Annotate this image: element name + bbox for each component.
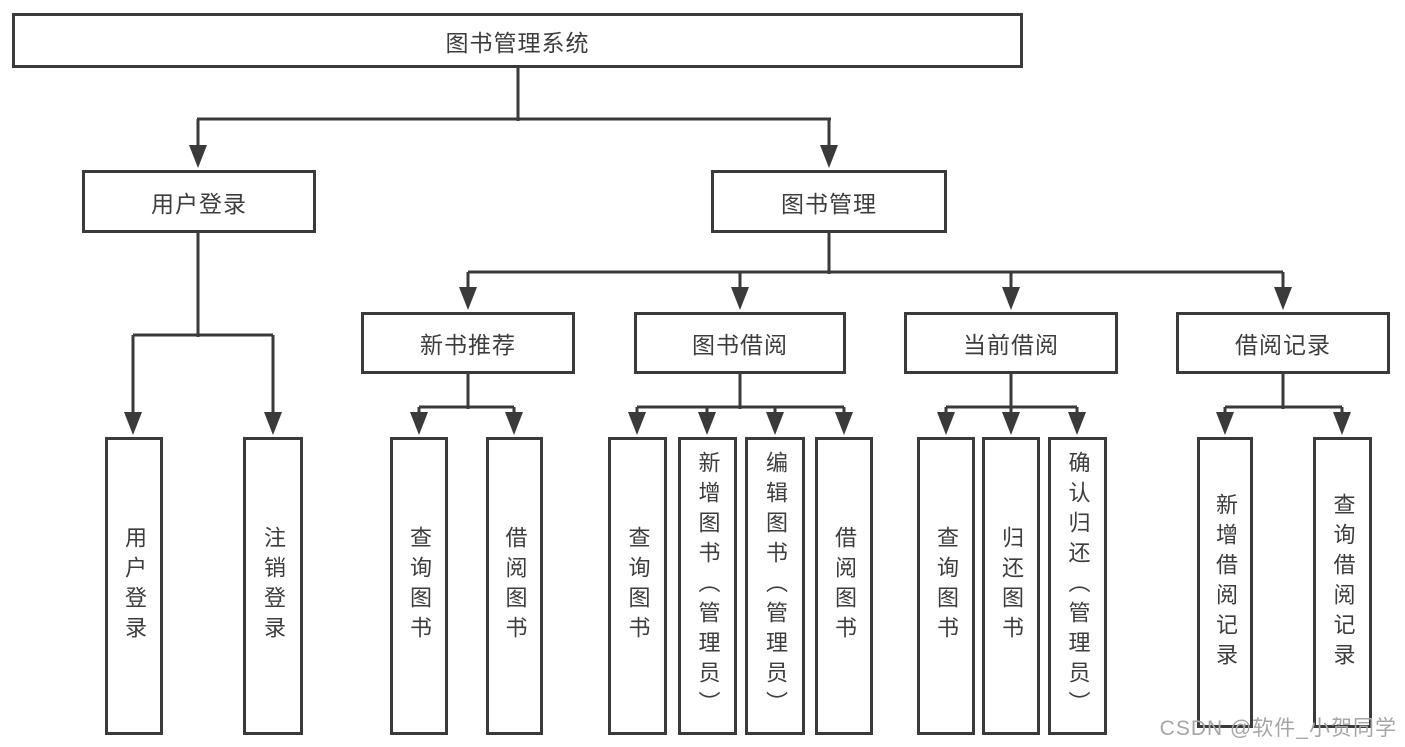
arrow-down-icon [505, 412, 523, 435]
arrow-down-icon [264, 412, 282, 435]
arrow-down-icon [1216, 412, 1234, 435]
node-label: 图书管理系统 [445, 29, 590, 56]
arrow-down-icon [1002, 287, 1020, 310]
arrow-down-icon [937, 412, 955, 435]
node-label: 用户登录 [122, 526, 147, 646]
node-leaf-edit-book-admin: 编辑图书（管理员） [745, 437, 805, 735]
node-system-root: 图书管理系统 [12, 13, 1023, 68]
node-label: 归还图书 [999, 526, 1024, 646]
arrow-down-icon [1068, 412, 1086, 435]
node-label: 新增借阅记录 [1213, 492, 1238, 673]
node-leaf-query-books-current: 查询图书 [917, 437, 975, 735]
node-leaf-borrow-books-recommend: 借阅图书 [486, 437, 543, 735]
arrow-down-icon [835, 412, 853, 435]
node-label: 编辑图书（管理员） [763, 451, 788, 721]
node-leaf-logout: 注销登录 [243, 437, 303, 735]
arrow-down-icon [1274, 287, 1292, 310]
arrow-down-icon [1002, 412, 1020, 435]
node-label: 新增图书（管理员） [695, 451, 721, 721]
node-leaf-borrow-books: 借阅图书 [815, 437, 873, 735]
node-label: 图书管理 [781, 190, 877, 217]
arrow-down-icon [189, 145, 207, 168]
node-book-borrow: 图书借阅 [634, 312, 846, 374]
node-leaf-return-books: 归还图书 [982, 437, 1040, 735]
arrow-down-icon [1333, 412, 1351, 435]
node-label: 确认归还（管理员） [1065, 451, 1091, 721]
arrow-down-icon [731, 287, 749, 310]
node-borrow-records: 借阅记录 [1176, 312, 1390, 374]
node-leaf-add-book-admin: 新增图书（管理员） [678, 437, 737, 735]
node-label: 注销登录 [261, 526, 286, 646]
node-label: 借阅图书 [502, 526, 528, 646]
arrow-down-icon [459, 287, 477, 310]
node-user-login-module: 用户登录 [82, 170, 316, 233]
node-label: 查询图书 [625, 526, 651, 646]
node-leaf-query-books-recommend: 查询图书 [390, 437, 448, 735]
node-label: 新书推荐 [420, 332, 516, 358]
arrow-down-icon [628, 412, 646, 435]
arrow-down-icon [820, 145, 838, 168]
node-book-management-module: 图书管理 [711, 170, 947, 233]
node-leaf-confirm-return-admin: 确认归还（管理员） [1048, 437, 1107, 735]
node-label: 当前借阅 [963, 332, 1059, 358]
node-label: 图书借阅 [692, 332, 788, 358]
node-new-book-recommend: 新书推荐 [361, 312, 575, 374]
node-label: 查询图书 [934, 526, 959, 646]
arrow-down-icon [124, 412, 142, 435]
node-label: 借阅记录 [1235, 332, 1331, 358]
node-leaf-user-login: 用户登录 [105, 437, 163, 735]
arrow-down-icon [410, 412, 428, 435]
arrow-down-icon [766, 412, 784, 435]
node-leaf-query-books-borrow: 查询图书 [608, 437, 667, 735]
node-label: 查询借阅记录 [1330, 492, 1356, 673]
watermark-text: CSDN @软件_小贺同学 [1159, 717, 1397, 740]
arrow-down-icon [698, 412, 716, 435]
node-leaf-query-borrow-record: 查询借阅记录 [1313, 437, 1372, 728]
node-label: 借阅图书 [832, 526, 857, 646]
node-label: 查询图书 [407, 526, 432, 646]
node-label: 用户登录 [151, 190, 247, 217]
node-leaf-add-borrow-record: 新增借阅记录 [1197, 437, 1253, 728]
node-current-borrow: 当前借阅 [904, 312, 1118, 374]
